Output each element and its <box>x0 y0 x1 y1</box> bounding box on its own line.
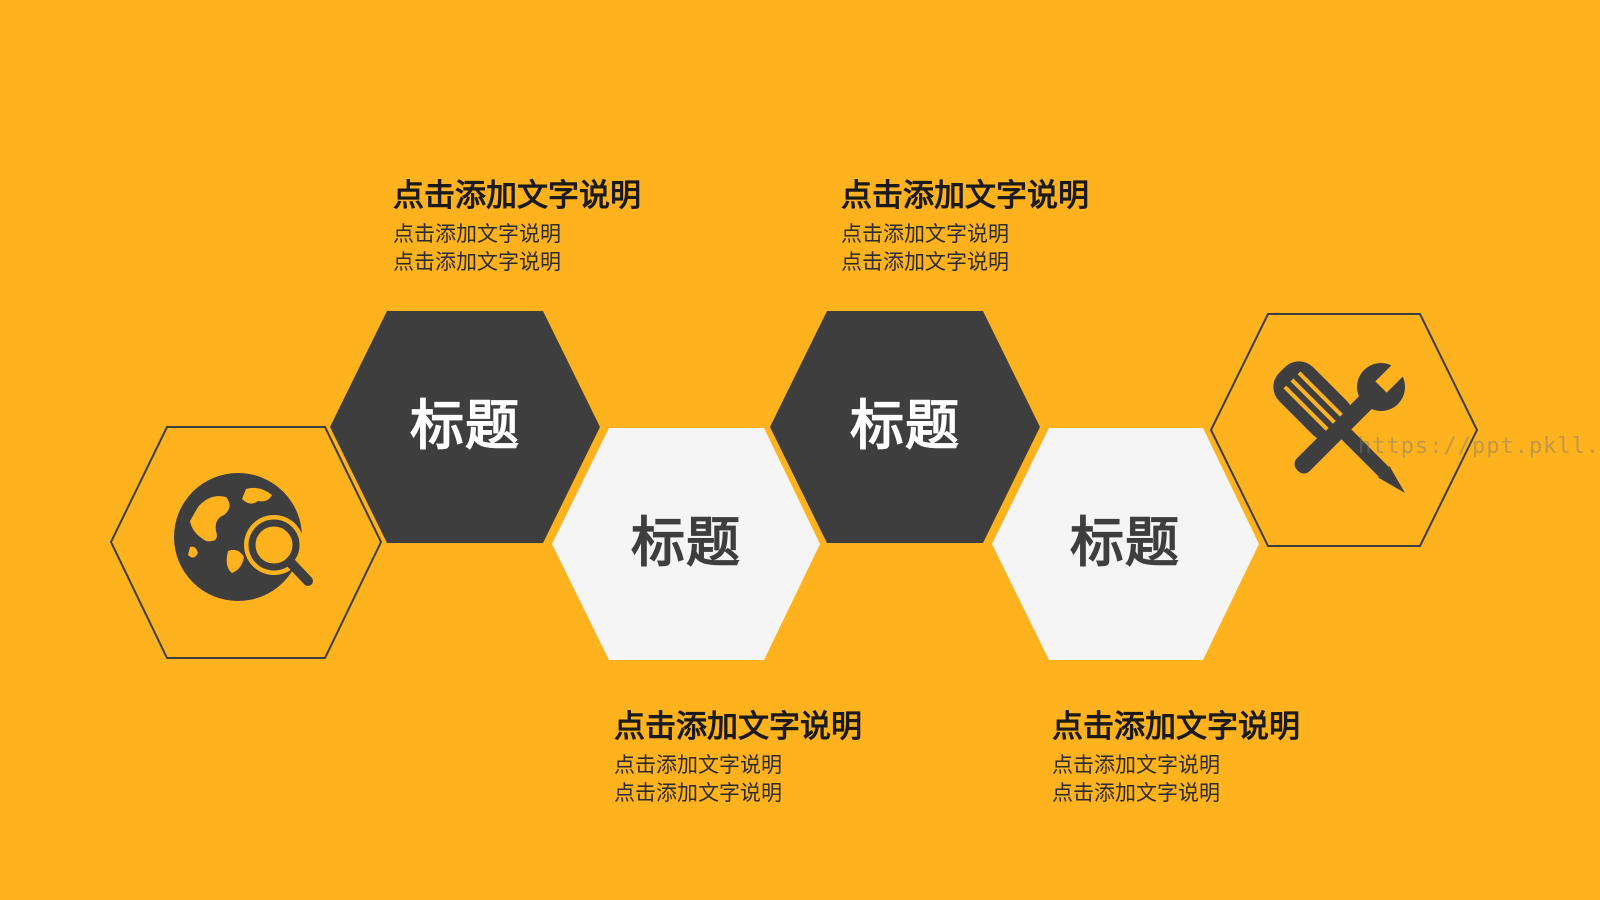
caption-title: 点击添加文字说明 <box>614 709 862 745</box>
hex-title-4[interactable]: 标题 <box>1070 511 1180 574</box>
wrench-screwdriver-icon <box>1273 358 1410 494</box>
caption-line: 点击添加文字说明 <box>393 222 561 246</box>
caption-2[interactable]: 点击添加文字说明 点击添加文字说明 点击添加文字说明 <box>841 176 1089 276</box>
caption-title: 点击添加文字说明 <box>393 178 641 214</box>
caption-line: 点击添加文字说明 <box>1052 781 1220 805</box>
watermark: https://ppt.pkll.de <box>1358 434 1600 459</box>
caption-line: 点击添加文字说明 <box>614 753 782 777</box>
hex-shape-1 <box>330 311 600 543</box>
caption-line: 点击添加文字说明 <box>614 781 782 805</box>
caption-line: 点击添加文字说明 <box>393 250 561 274</box>
caption-line: 点击添加文字说明 <box>1052 753 1220 777</box>
hex-title-2[interactable]: 标题 <box>631 511 741 574</box>
icon-hex-right <box>1209 313 1479 547</box>
caption-3[interactable]: 点击添加文字说明 点击添加文字说明 点击添加文字说明 <box>614 707 862 807</box>
hex-shape-4 <box>992 428 1259 660</box>
hex-shape-2 <box>552 428 820 660</box>
caption-title: 点击添加文字说明 <box>1052 709 1300 745</box>
caption-line: 点击添加文字说明 <box>841 222 1009 246</box>
caption-1[interactable]: 点击添加文字说明 点击添加文字说明 点击添加文字说明 <box>393 176 641 276</box>
caption-title: 点击添加文字说明 <box>841 178 1089 214</box>
globe-search-icon <box>174 473 313 601</box>
caption-4[interactable]: 点击添加文字说明 点击添加文字说明 点击添加文字说明 <box>1052 707 1300 807</box>
hex-title-3[interactable]: 标题 <box>850 394 960 457</box>
hex-shape-3 <box>770 311 1040 543</box>
icon-hex-left <box>109 426 383 659</box>
hex-title-1[interactable]: 标题 <box>410 394 520 457</box>
caption-line: 点击添加文字说明 <box>841 250 1009 274</box>
